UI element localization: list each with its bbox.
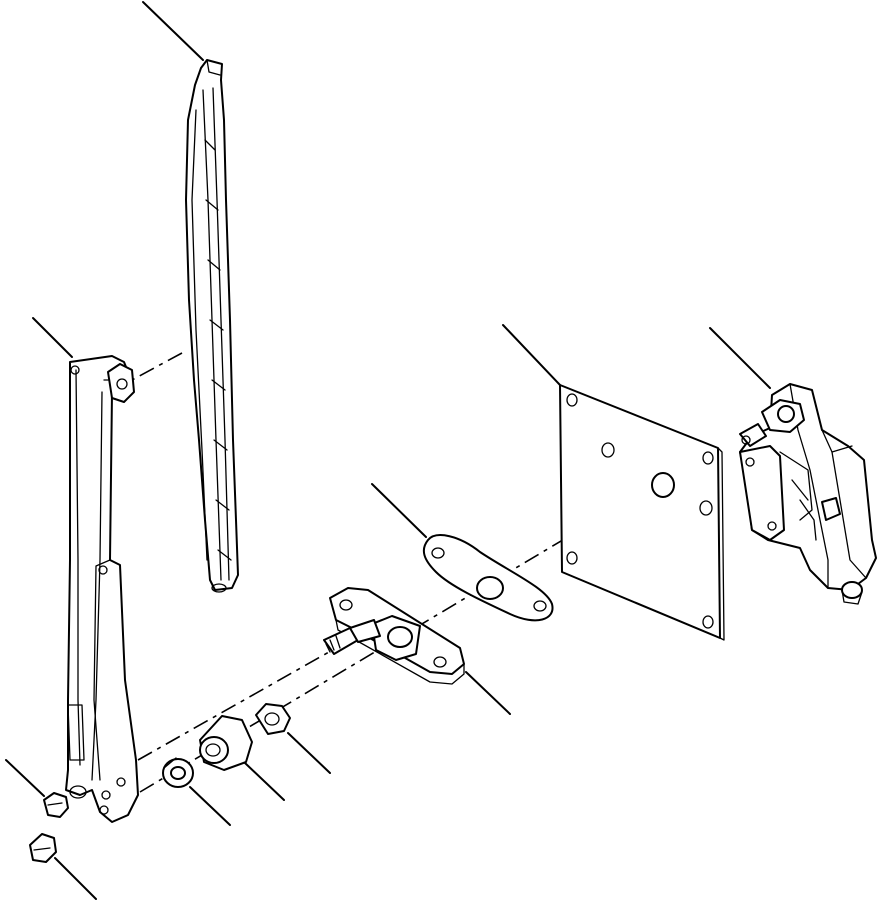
leader-cap-nut-lower — [54, 857, 97, 900]
centerline-shaft-upper — [137, 647, 337, 761]
leader-pivot-bracket — [465, 671, 511, 715]
leader-lines — [5, 1, 771, 900]
wiper-arm — [65, 355, 139, 823]
wiper-motor — [739, 383, 877, 605]
gasket — [422, 534, 554, 622]
pivot-shaft-bracket — [323, 587, 465, 685]
leader-washer — [189, 786, 231, 826]
leader-wiper-arm — [32, 317, 73, 358]
leader-bushing — [244, 762, 285, 801]
leader-hex-nut — [287, 732, 331, 774]
leader-gasket — [371, 483, 427, 538]
mounting-plate — [559, 384, 725, 641]
leader-wiper-blade — [142, 1, 204, 61]
cap-nut-lower — [29, 833, 57, 863]
leader-wiper-motor — [709, 327, 771, 389]
wiper-blade — [185, 59, 239, 593]
cap-nut-upper — [43, 792, 69, 818]
hex-nut — [255, 703, 291, 735]
leader-mounting-plate — [502, 324, 561, 386]
washer — [162, 757, 194, 788]
leader-cap-nut-upper — [5, 759, 45, 797]
bushing — [199, 715, 253, 771]
centerline-blade-arm — [131, 352, 183, 381]
